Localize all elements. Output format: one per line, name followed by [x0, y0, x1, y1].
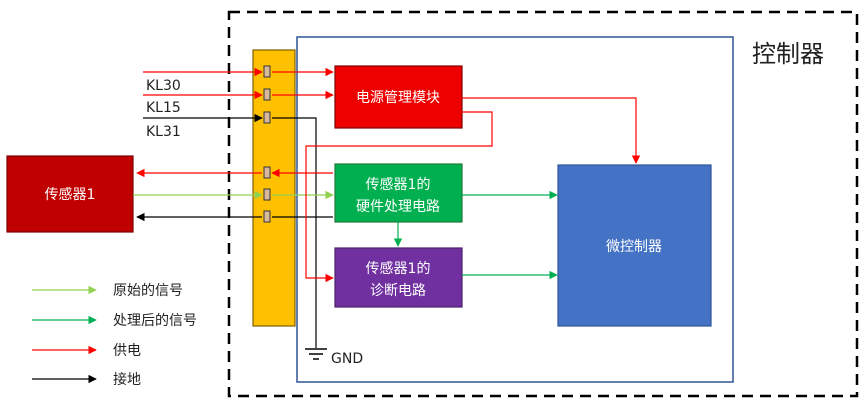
controller-title: 控制器	[752, 40, 824, 68]
diag-block-label-1: 传感器1的	[366, 260, 431, 277]
legend-raw-label: 原始的信号	[113, 283, 183, 299]
connector-pins	[263, 65, 271, 223]
hw-block-label-2: 硬件处理电路	[356, 199, 440, 215]
sensor-block-label: 传感器1	[45, 186, 96, 203]
kl30-label: KL30	[146, 78, 181, 94]
connector-strip	[252, 49, 296, 327]
connector-pin	[263, 65, 271, 78]
mcu-block-label: 微控制器	[606, 239, 662, 255]
diagnostic-block	[334, 247, 463, 308]
power-to-mcu	[462, 97, 641, 164]
connector-pin	[263, 111, 271, 124]
kl31-label: KL31	[146, 124, 181, 140]
legend-ground-label: 接地	[113, 371, 141, 388]
diag-block-label-2: 诊断电路	[370, 283, 426, 299]
hw-block-label-1: 传感器1的	[366, 176, 431, 193]
gnd-label: GND	[331, 351, 363, 367]
legend-processed-label: 处理后的信号	[113, 313, 197, 329]
sensor-block	[6, 155, 134, 233]
controller-boundary	[227, 10, 859, 398]
legend-supply-label: 供电	[113, 343, 141, 359]
power-to-diag	[305, 111, 493, 283]
connector-pin	[263, 188, 271, 201]
legend: 原始的信号 处理后的信号 供电 接地	[32, 283, 197, 388]
mcu-block	[557, 164, 712, 327]
power-block-label: 电源管理模块	[356, 90, 440, 106]
connector-pin	[263, 210, 271, 223]
kl31-ground-line	[272, 117, 317, 348]
connector-pin	[263, 166, 271, 179]
connector-pin	[263, 88, 271, 101]
power-management-block	[334, 65, 463, 129]
kl15-label: KL15	[146, 100, 181, 116]
ground-symbol	[305, 348, 327, 360]
